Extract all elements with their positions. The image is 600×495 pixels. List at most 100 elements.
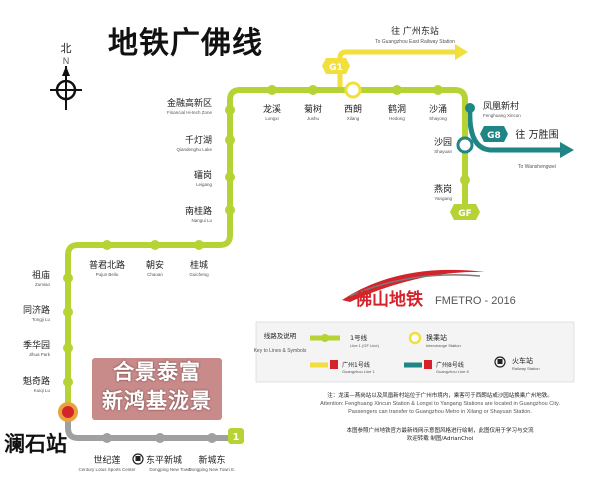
svg-text:Railway Station: Railway Station: [512, 366, 540, 371]
svg-text:Interchange Station: Interchange Station: [426, 343, 461, 348]
station-tongji[interactable]: 同济路 Tongji Lu: [23, 304, 73, 322]
svg-text:祖庙: 祖庙: [32, 269, 50, 281]
svg-text:新城东: 新城东: [198, 454, 225, 466]
svg-text:Nangui Lu: Nangui Lu: [191, 218, 212, 223]
svg-text:凤凰新村: 凤凰新村: [483, 100, 519, 112]
svg-text:广州8号线: 广州8号线: [436, 361, 464, 369]
south-extension-path: [65, 412, 232, 441]
station-shayong[interactable]: 沙涌 Shayong: [429, 85, 447, 121]
station-fenghuang[interactable]: 凤凰新村 Fenghuang Xincun: [465, 100, 521, 118]
svg-text:Yangang: Yangang: [434, 196, 452, 201]
svg-text:换乘站: 换乘站: [426, 333, 447, 342]
station-xinchengdong[interactable]: 新城东 Dongping New Town E.: [189, 433, 236, 472]
note-en1: Attention: Fenghuang Xincun Station & Lo…: [320, 401, 560, 407]
svg-text:Fenghuang Xincun: Fenghuang Xincun: [483, 113, 521, 118]
station-jushu[interactable]: 菊树 Jushu: [304, 85, 322, 121]
station-jihua[interactable]: 季华园 Jihua Park: [23, 339, 73, 357]
legend-gz8: 广州8号线 Guangzhou Line 8: [404, 360, 469, 374]
station-kuiqi[interactable]: 魁奇路 Kuiqi Lu: [23, 375, 73, 393]
highlight-banner: 合景泰富 新鸿基泷景: [92, 358, 222, 420]
highlight-line2: 新鸿基泷景: [102, 389, 212, 413]
svg-text:Jushu: Jushu: [307, 116, 320, 121]
station-yangang[interactable]: 燕岗 Yangang: [434, 175, 470, 201]
svg-text:礌岗: 礌岗: [194, 170, 212, 181]
svg-text:同济路: 同济路: [23, 304, 50, 316]
svg-text:Xilang: Xilang: [347, 116, 360, 121]
svg-text:Kuiqi Lu: Kuiqi Lu: [34, 388, 51, 393]
legend-heading-en: Key to Lines & Symbols: [254, 348, 307, 354]
brand-cn: 佛山地铁: [354, 289, 423, 310]
svg-text:Century Lotus Sports Center: Century Lotus Sports Center: [78, 467, 136, 472]
marker-lanshi-icon: [58, 402, 78, 422]
svg-text:Line 1 (GF Line): Line 1 (GF Line): [350, 343, 380, 348]
svg-text:Jihua Park: Jihua Park: [29, 352, 51, 357]
badge-gf: GF: [450, 204, 480, 220]
svg-text:Guicheng: Guicheng: [189, 272, 209, 277]
station-shijilian[interactable]: 世纪莲 Century Lotus Sports Center: [78, 433, 136, 472]
svg-text:1: 1: [233, 432, 240, 443]
station-qiandeng[interactable]: 千灯湖 Qiandenghu Lake: [176, 135, 235, 152]
svg-text:Tongji Lu: Tongji Lu: [32, 317, 51, 322]
svg-text:Dongping New Town E.: Dongping New Town E.: [189, 467, 236, 472]
legend: 线路及说明 Key to Lines & Symbols 1号线 Line 1 …: [254, 321, 575, 383]
svg-text:普君北路: 普君北路: [89, 259, 125, 271]
svg-text:桂城: 桂城: [190, 259, 208, 271]
legend-rail: 火车站 Railway Station: [494, 356, 540, 371]
legend-transfer: 换乘站 Interchange Station: [408, 331, 461, 348]
svg-text:西朗: 西朗: [344, 103, 362, 115]
north-letter: N: [63, 56, 70, 66]
svg-text:东平新城: 东平新城: [146, 454, 182, 466]
credit-line1: 本图参照广州地铁官方最新线网示意图风格进行绘制，此图仅用于学习与交流: [346, 426, 534, 434]
svg-text:魁奇路: 魁奇路: [23, 375, 50, 387]
station-guicheng[interactable]: 桂城 Guicheng: [189, 240, 209, 277]
station-shayuan[interactable]: 沙园 Shayuan: [434, 136, 474, 154]
svg-text:G8: G8: [487, 131, 501, 141]
svg-text:Guangzhou Line 8: Guangzhou Line 8: [436, 369, 469, 374]
legend-line1: 1号线 Line 1 (GF Line): [310, 333, 380, 348]
svg-text:To Wanshengwei: To Wanshengwei: [518, 164, 556, 170]
fmetro-logo-icon: [342, 269, 485, 302]
legend-heading: 线路及说明: [264, 331, 297, 340]
station-hedong[interactable]: 鹤洞 Hedong: [388, 85, 406, 121]
svg-text:沙园: 沙园: [434, 137, 452, 148]
svg-text:金融高新区: 金融高新区: [167, 97, 212, 109]
svg-text:火车站: 火车站: [512, 356, 533, 365]
badge-line1: 1: [228, 428, 244, 444]
gz-line8-path: [467, 107, 574, 158]
note-en2: Passengers can transfer to Guangzhou Met…: [348, 409, 532, 415]
station-dongping[interactable]: 东平新城 Dongping New Town: [132, 433, 191, 472]
svg-text:世纪莲: 世纪莲: [93, 454, 120, 466]
station-pujun[interactable]: 普君北路 Pujun Beilu: [89, 240, 125, 277]
note-cn: 注：龙溪—燕岗站以及凤凰新村站位于广州市境内，乘客可于西朗站或沙园站换乘广州地铁…: [327, 391, 553, 399]
station-longxi[interactable]: 龙溪 Longxi: [263, 85, 281, 121]
station-jinrong[interactable]: 金融高新区 Financial Hi-tech Zone: [167, 97, 235, 115]
station-nangui[interactable]: 南桂路 Nangui Lu: [185, 205, 235, 223]
svg-text:Financial Hi-tech Zone: Financial Hi-tech Zone: [167, 110, 213, 115]
svg-text:Shayuan: Shayuan: [434, 149, 452, 154]
gf-line-path: [65, 87, 468, 412]
svg-text:千灯湖: 千灯湖: [185, 135, 212, 146]
dest-east-station: 往 广州东站 To Guangzhou East Railway Station: [375, 25, 455, 45]
svg-text:Leigang: Leigang: [196, 182, 213, 187]
svg-text:Chaoan: Chaoan: [147, 272, 163, 277]
compass-icon: 北 N: [50, 42, 82, 110]
station-zumiao[interactable]: 祖庙 Zumiao: [32, 269, 73, 287]
brand-en: FMETRO - 2016: [435, 295, 516, 307]
station-leigang[interactable]: 礌岗 Leigang: [194, 170, 235, 187]
svg-text:往 广州东站: 往 广州东站: [391, 25, 439, 37]
svg-text:往 万胜围: 往 万胜围: [515, 128, 558, 141]
svg-text:G1: G1: [329, 63, 343, 73]
svg-text:南桂路: 南桂路: [185, 205, 212, 217]
svg-text:1号线: 1号线: [350, 333, 368, 342]
station-xilang[interactable]: 西朗 Xilang: [344, 81, 362, 121]
svg-text:广州1号线: 广州1号线: [342, 361, 370, 369]
svg-text:朝安: 朝安: [146, 259, 164, 271]
svg-text:季华园: 季华园: [23, 339, 50, 351]
station-chaoan[interactable]: 朝安 Chaoan: [146, 240, 164, 277]
legend-gz1: 广州1号线 Guangzhou Line 1: [310, 360, 375, 374]
marker-station-label: 澜石站: [4, 432, 67, 456]
badge-g8: G8: [480, 126, 508, 142]
svg-text:Hedong: Hedong: [389, 116, 405, 121]
